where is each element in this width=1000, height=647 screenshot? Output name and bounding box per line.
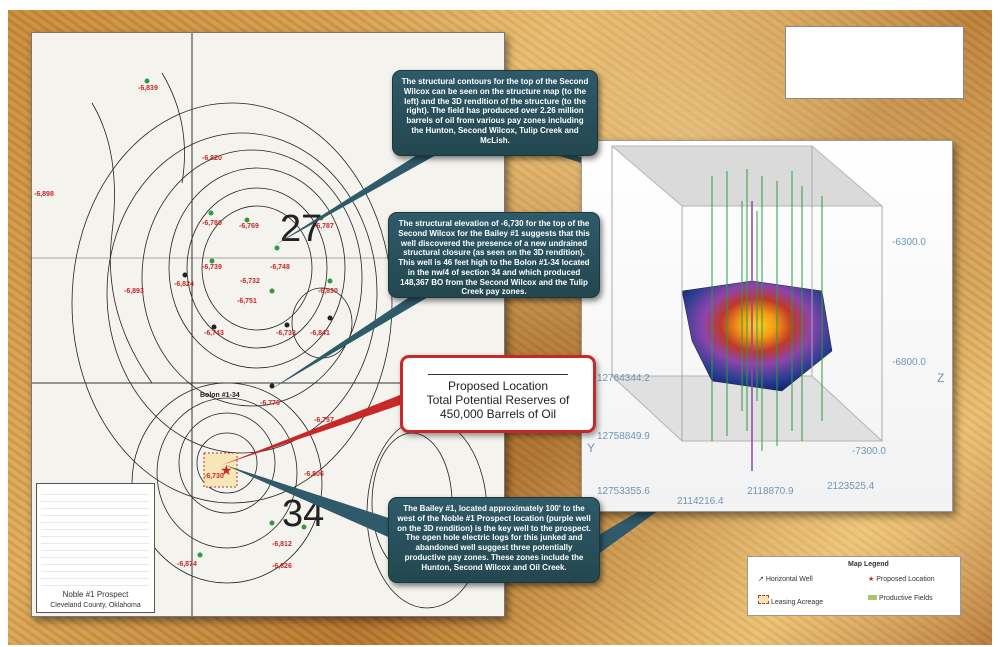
productive-swatch-icon bbox=[868, 595, 877, 600]
elevation-label: -6,812 bbox=[272, 541, 292, 548]
3d-rendition[interactable]: -6300.0 -6800.0 -7300.0 Z 12764344.2 127… bbox=[581, 140, 953, 512]
elevation-label: -6,732 bbox=[240, 278, 260, 285]
elevation-label: -6,730 bbox=[204, 473, 224, 480]
leasing-swatch-icon bbox=[758, 595, 769, 604]
z-tick: -7300.0 bbox=[852, 446, 886, 457]
elevation-label: -6,806 bbox=[304, 471, 324, 478]
elevation-label: -6,826 bbox=[272, 563, 292, 570]
elevation-label: -6,739 bbox=[202, 264, 222, 271]
star-icon: ★ bbox=[868, 576, 877, 583]
callout-structure: The structural contours for the top of t… bbox=[392, 70, 598, 156]
bolon-well-label: Bolon #1-34 bbox=[200, 392, 240, 399]
proposed-title: Proposed Location bbox=[447, 379, 549, 393]
elevation-label: -6,776 bbox=[260, 400, 280, 407]
horizontal-well-icon: ↗ bbox=[758, 576, 766, 583]
elevation-label: -6,780 bbox=[202, 220, 222, 227]
elevation-label: -6,839 bbox=[138, 85, 158, 92]
elevation-label: -6,898 bbox=[34, 191, 54, 198]
elevation-label: -6,733 bbox=[276, 330, 296, 337]
elevation-label: -6,830 bbox=[318, 288, 338, 295]
z-axis-label: Z bbox=[937, 371, 945, 385]
legend-item-leasing: Leasing Acreage bbox=[758, 595, 823, 606]
x-tick: 2118870.9 bbox=[747, 486, 794, 497]
elevation-label: -6,874 bbox=[177, 561, 197, 568]
callout-bailey-well: The Bailey #1, located approximately 100… bbox=[388, 497, 600, 583]
y-tick: 12764344.2 bbox=[597, 373, 650, 384]
prospect-title: Noble #1 Prospect bbox=[62, 590, 129, 599]
proposed-location-box: Proposed Location Total Potential Reserv… bbox=[400, 355, 596, 433]
y-tick: 12753355.6 bbox=[597, 486, 650, 497]
elevation-label: -6,787 bbox=[314, 223, 334, 230]
proposed-reserves-label: Total Potential Reserves of bbox=[426, 393, 570, 407]
callout-elevation: The structural elevation of -6,730 for t… bbox=[388, 212, 600, 298]
proposed-reserves-value: 450,000 Barrels of Oil bbox=[439, 407, 557, 421]
elevation-label: -6,757 bbox=[314, 417, 334, 424]
legend-title: Map Legend bbox=[848, 561, 889, 568]
x-tick: 2114216.4 bbox=[677, 496, 724, 507]
z-tick: -6300.0 bbox=[892, 237, 926, 248]
prospect-location: Cleveland County, Oklahoma bbox=[50, 602, 141, 609]
proposed-divider bbox=[428, 364, 568, 375]
legend-item-horizontal-well: ↗ Horizontal Well bbox=[758, 576, 813, 583]
logo-placeholder bbox=[785, 26, 964, 99]
y-axis-label: Y bbox=[587, 441, 596, 455]
elevation-label: -6,824 bbox=[174, 281, 194, 288]
elevation-label: -6,751 bbox=[237, 298, 257, 305]
z-tick: -6800.0 bbox=[892, 357, 926, 368]
y-tick: 12758849.9 bbox=[597, 431, 650, 442]
elevation-label: -6,748 bbox=[270, 264, 290, 271]
elevation-label: -6,769 bbox=[239, 223, 259, 230]
map-legend: Map Legend ↗ Horizontal Well ★ Proposed … bbox=[747, 556, 961, 616]
section-34-label: 34 bbox=[282, 493, 325, 535]
map-well-legend: Noble #1 Prospect Cleveland County, Okla… bbox=[36, 483, 155, 613]
3d-surface bbox=[610, 145, 884, 471]
legend-item-productive: Productive Fields bbox=[868, 595, 933, 602]
elevation-label: -6,820 bbox=[202, 155, 222, 162]
elevation-label: -6,893 bbox=[124, 288, 144, 295]
legend-item-proposed: ★ Proposed Location bbox=[868, 576, 935, 583]
x-tick: 2123525.4 bbox=[827, 481, 875, 492]
elevation-label: -6,841 bbox=[310, 330, 330, 337]
legend-symbols bbox=[41, 488, 149, 588]
elevation-label: -6,743 bbox=[204, 330, 224, 337]
